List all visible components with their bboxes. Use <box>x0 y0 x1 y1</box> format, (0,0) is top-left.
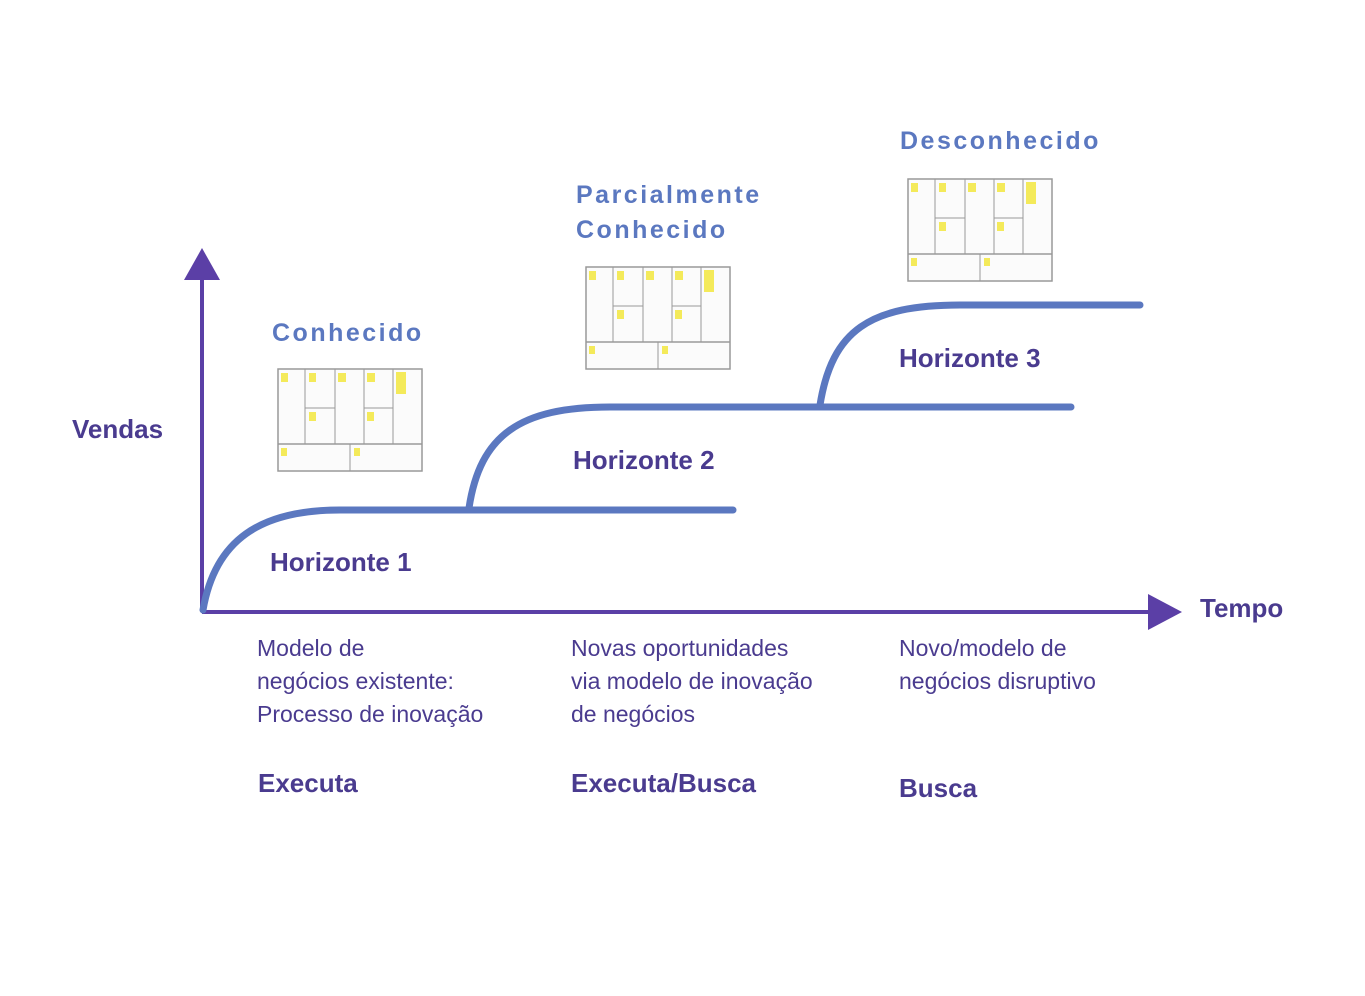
description-line: Modelo de <box>257 635 365 661</box>
horizon-1-label: Horizonte 1 <box>270 547 412 577</box>
horizon-3-mode: Busca <box>899 773 978 803</box>
horizon-2-curve <box>465 403 1075 512</box>
business-model-canvas-icon <box>277 368 423 472</box>
business-model-canvas-icon <box>585 266 731 370</box>
state-label-known: Conhecido <box>272 319 424 347</box>
state-label-partially-known: Parcialmente Conhecido <box>576 178 762 248</box>
horizon-3-curve <box>816 301 1144 409</box>
x-axis-label: Tempo <box>1200 593 1284 623</box>
horizon-1-mode: Executa <box>258 768 358 798</box>
description-line: negócios disruptivo <box>899 668 1096 694</box>
horizon-2-mode: Executa/Busca <box>571 768 756 798</box>
horizon-3-description: Novo/modelo de negócios disruptivo <box>899 632 1096 698</box>
horizon-3-label: Horizonte 3 <box>899 343 1041 373</box>
state-label-line: Parcialmente <box>576 181 762 209</box>
x-axis-arrow <box>1148 594 1182 630</box>
description-line: Processo de inovação <box>257 701 484 727</box>
description-line: via modelo de inovação <box>571 668 813 694</box>
description-line: Novo/modelo de <box>899 635 1067 661</box>
horizon-2-label: Horizonte 2 <box>573 445 715 475</box>
state-label-unknown: Desconhecido <box>900 127 1101 155</box>
horizon-1-description: Modelo de negócios existente: Processo d… <box>257 632 483 731</box>
y-axis-label: Vendas <box>72 414 164 444</box>
description-line: Novas oportunidades <box>571 635 789 661</box>
description-line: de negócios <box>571 701 696 727</box>
horizon-1-curve <box>199 506 737 614</box>
state-label-line: Conhecido <box>576 216 728 244</box>
business-model-canvas-icon <box>907 178 1053 282</box>
description-line: negócios existente: <box>257 668 454 694</box>
y-axis-arrow <box>184 248 220 280</box>
horizon-2-description: Novas oportunidades via modelo de inovaç… <box>571 632 813 731</box>
